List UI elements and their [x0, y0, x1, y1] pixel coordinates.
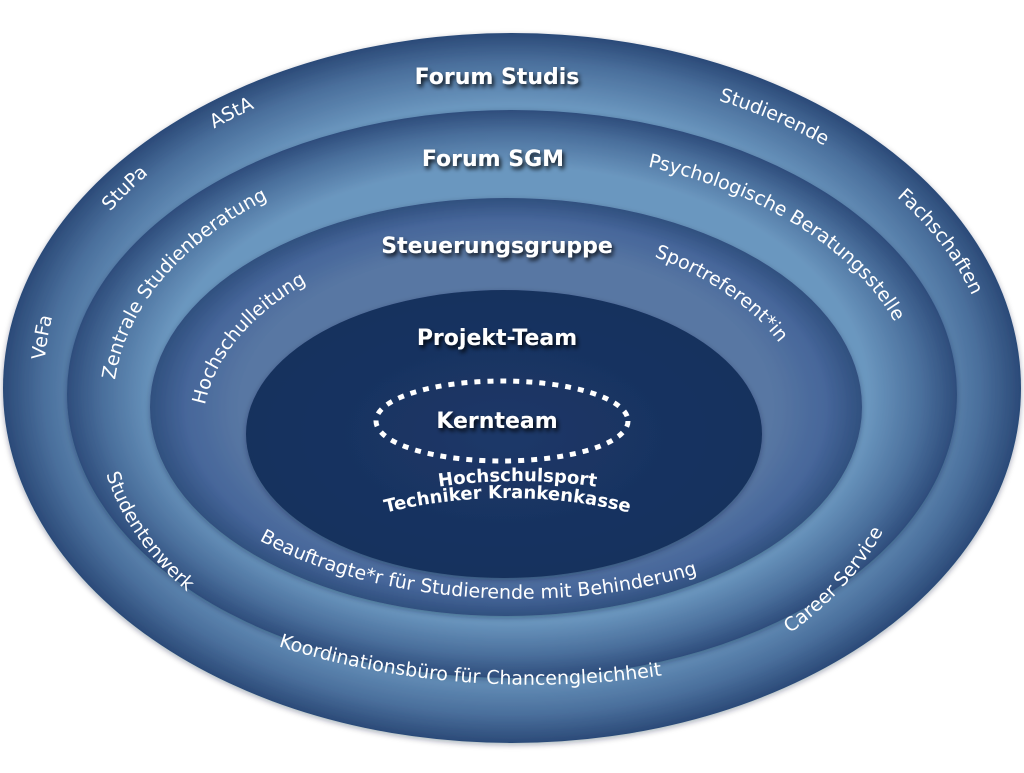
core-title: Kernteam [436, 409, 557, 434]
ring-title-second: Forum SGM [422, 147, 564, 172]
ring-title-outer: Forum Studis [415, 65, 580, 90]
ring-title-inner: Projekt-Team [417, 326, 577, 351]
core-dotted-outline [373, 378, 631, 464]
ring-title-third: Steuerungsgruppe [381, 234, 613, 259]
ring-inner [246, 290, 762, 578]
